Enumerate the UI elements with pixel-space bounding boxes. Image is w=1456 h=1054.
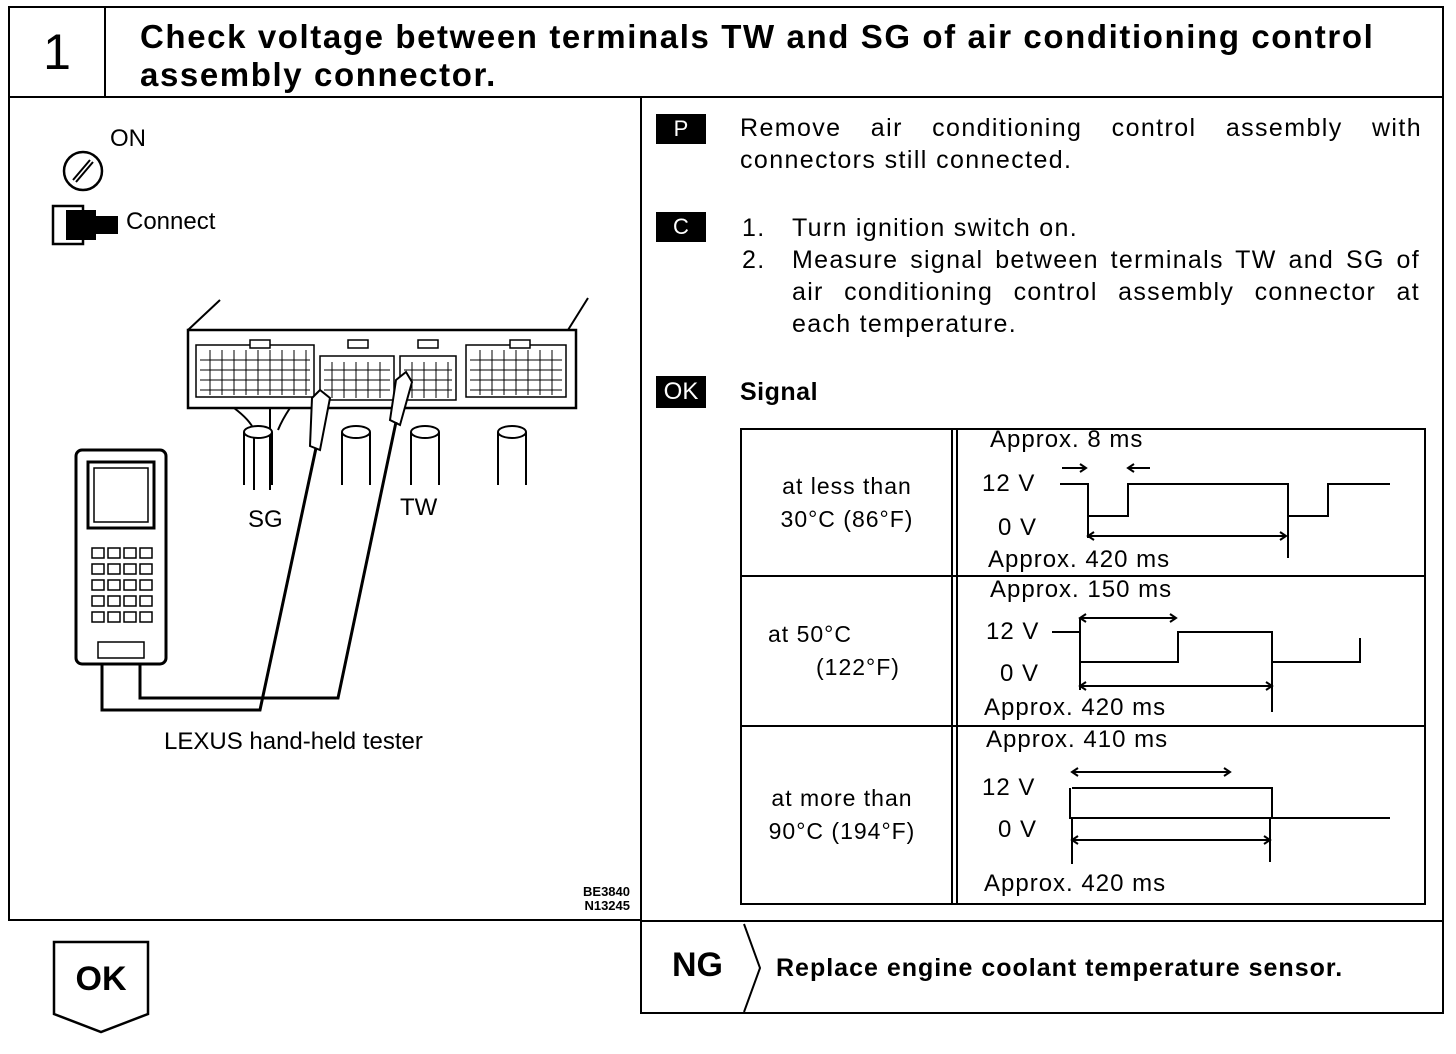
connector-icon bbox=[51, 204, 118, 246]
connect-label: Connect bbox=[126, 208, 216, 235]
ok-spec-tag: OK bbox=[656, 376, 706, 408]
ng-result-box: NG Replace engine coolant temperature se… bbox=[640, 920, 1444, 1014]
check-step-1-text: Turn ignition switch on. bbox=[792, 214, 1078, 242]
ignition-switch-icon bbox=[62, 150, 104, 192]
ng-action-text: Replace engine coolant temperature senso… bbox=[776, 954, 1344, 982]
row-2-bottom-label: Approx. 420 ms bbox=[984, 694, 1167, 721]
signal-waveforms bbox=[740, 428, 1426, 905]
row-2-high-label: 12 V bbox=[986, 618, 1040, 645]
check-tag: C bbox=[656, 212, 706, 242]
page-title: Check voltage between terminals TW and S… bbox=[140, 18, 1375, 93]
row-3-bottom-label: Approx. 420 ms bbox=[984, 870, 1167, 897]
chevron-right-icon bbox=[743, 923, 762, 1013]
ok-button-label: OK bbox=[75, 960, 127, 998]
check-step-2-num: 2. bbox=[742, 246, 766, 274]
signal-table bbox=[740, 428, 1426, 905]
prep-text: Remove air conditioning control assembly… bbox=[740, 114, 1422, 174]
row-1-bottom-label: Approx. 420 ms bbox=[988, 546, 1171, 573]
step-header: 1 Check voltage between terminals TW and… bbox=[8, 6, 1444, 98]
row-3-condition: at more than 90°C (194°F) bbox=[768, 785, 916, 844]
on-label: ON bbox=[110, 125, 146, 152]
ng-label: NG bbox=[672, 946, 723, 984]
check-step-2-text: Measure signal between terminals TW and … bbox=[792, 246, 1420, 338]
row-1-high-label: 12 V bbox=[982, 470, 1036, 497]
signal-title: Signal bbox=[740, 378, 819, 406]
row-2-top-label: Approx. 150 ms bbox=[990, 576, 1173, 603]
figure-code: BE3840 N13245 bbox=[583, 884, 630, 913]
row-1-top-label: Approx. 8 ms bbox=[990, 426, 1144, 453]
row-2-low-label: 0 V bbox=[1000, 660, 1040, 687]
step-number: 1 bbox=[10, 8, 106, 96]
ok-result-button[interactable] bbox=[52, 940, 150, 1034]
row-2-condition: at 50°C (122°F) bbox=[768, 621, 900, 680]
row-1-condition: at less than 30°C (86°F) bbox=[780, 473, 914, 532]
tw-terminal-label: TW bbox=[400, 494, 438, 521]
row-3-top-label: Approx. 410 ms bbox=[986, 726, 1169, 753]
connector-assembly-drawing bbox=[74, 297, 589, 712]
sg-terminal-label: SG bbox=[248, 506, 283, 533]
prep-tag: P bbox=[656, 114, 706, 144]
tester-label: LEXUS hand-held tester bbox=[164, 728, 423, 755]
row-3-low-label: 0 V bbox=[998, 816, 1038, 843]
row-3-high-label: 12 V bbox=[982, 774, 1036, 801]
row-1-low-label: 0 V bbox=[998, 514, 1038, 541]
check-step-1-num: 1. bbox=[742, 214, 766, 242]
procedure-panel bbox=[640, 96, 1444, 921]
